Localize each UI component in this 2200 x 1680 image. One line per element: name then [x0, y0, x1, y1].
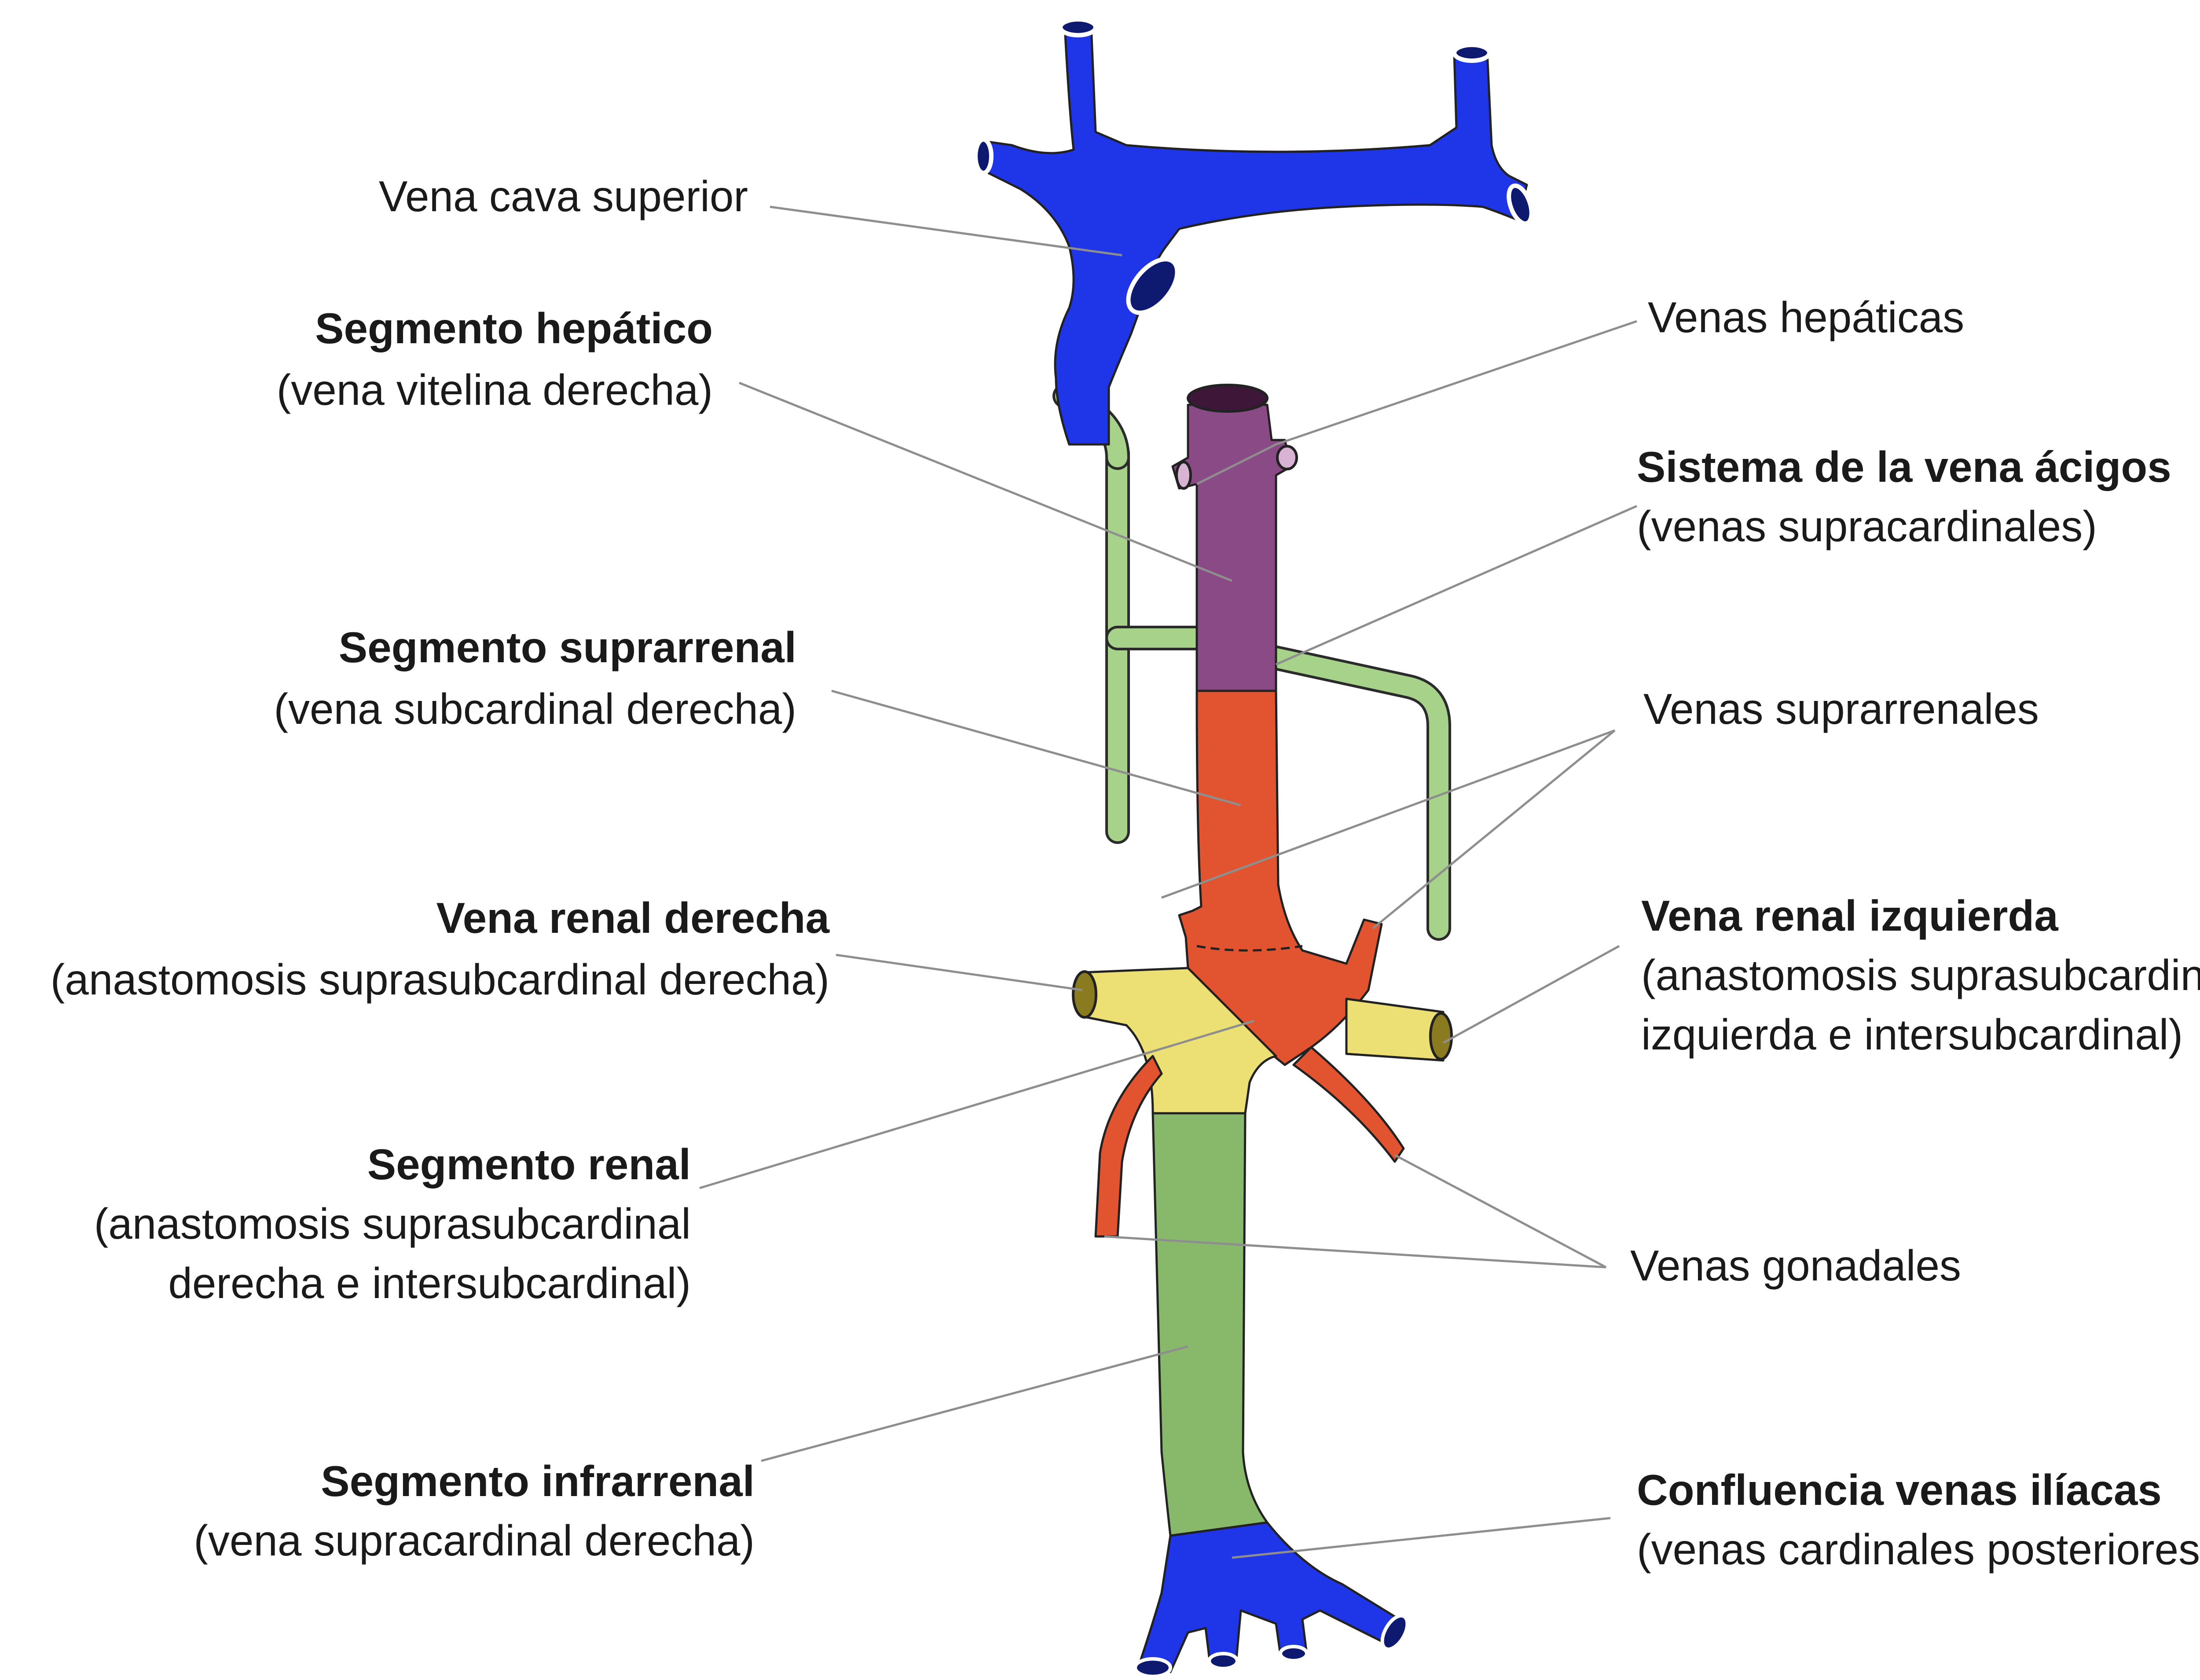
label-segmento-infrarrenal-title: Segmento infrarrenal: [321, 1457, 755, 1505]
label-segmento-hepatico-title: Segmento hepático: [315, 304, 713, 352]
label-confluencia-iliacas-subtitle: (venas cardinales posteriores): [1637, 1525, 2200, 1574]
label-segmento-infrarrenal-subtitle: (vena supracardinal derecha): [194, 1516, 755, 1565]
label-segmento-suprarrenal-subtitle: (vena subcardinal derecha): [274, 685, 796, 733]
label-vena-cava-superior: Vena cava superior: [379, 172, 748, 220]
label-vena-renal-derecha-title: Vena renal derecha: [436, 894, 830, 942]
label-venas-suprarrenales: Venas suprarrenales: [1643, 685, 2039, 733]
label-vena-renal-izquierda-subtitle-1: (anastomosis suprasubcardinal: [1641, 951, 2200, 999]
label-segmento-renal-title: Segmento renal: [367, 1140, 691, 1188]
label-venas-gonadales: Venas gonadales: [1630, 1241, 1961, 1290]
label-venas-hepaticas: Venas hepáticas: [1648, 293, 1964, 341]
label-vena-renal-izquierda-subtitle-2: izquierda e intersubcardinal): [1641, 1010, 2183, 1059]
infrarenal-segment-vessel: [1153, 1113, 1267, 1536]
label-vena-renal-izquierda-title: Vena renal izquierda: [1641, 891, 2059, 940]
label-sistema-acigos-subtitle: (venas supracardinales): [1637, 502, 2097, 550]
iliac-confluence-vessel: [1135, 1522, 1412, 1676]
label-vena-renal-derecha-subtitle: (anastomosis suprasubcardinal derecha): [51, 955, 829, 1004]
label-sistema-acigos-title: Sistema de la vena ácigos: [1637, 443, 2171, 491]
label-segmento-renal-subtitle-2: derecha e intersubcardinal): [168, 1259, 691, 1307]
right-labels: Venas hepáticas Sistema de la vena ácigo…: [1630, 293, 2200, 1574]
label-segmento-renal-subtitle-1: (anastomosis suprasubcardinal: [94, 1199, 691, 1248]
label-confluencia-iliacas-title: Confluencia venas ilíacas: [1637, 1466, 2162, 1514]
label-segmento-suprarrenal-title: Segmento suprarrenal: [339, 623, 796, 671]
superior-vena-cava-vessel: [975, 19, 1536, 444]
left-labels: Vena cava superior Segmento hepático (ve…: [51, 172, 830, 1565]
label-segmento-hepatico-subtitle: (vena vitelina derecha): [277, 366, 713, 414]
